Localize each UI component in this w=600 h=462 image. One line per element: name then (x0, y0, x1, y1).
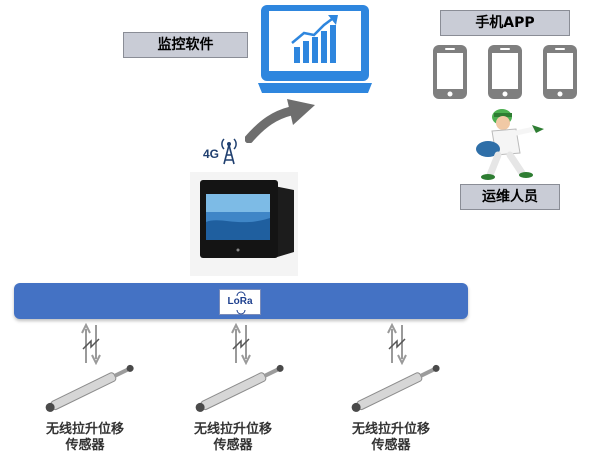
maintenance-worker-icon (476, 109, 544, 180)
wireless-link-icon (387, 323, 407, 365)
displacement-sensor-icon (351, 364, 440, 412)
signal-4g: 4G (203, 135, 239, 165)
sensor-label-line1: 无线拉升位移 (193, 422, 272, 437)
sensor-label: 无线拉升位移 传感器 (178, 422, 288, 454)
phone-icon (543, 45, 577, 99)
displacement-sensor-icon (195, 364, 284, 412)
sensor-label: 无线拉升位移 传感器 (30, 422, 140, 454)
wireless-link-icon (81, 323, 101, 365)
sensor-label-line2: 传感器 (65, 438, 105, 453)
antenna-icon (221, 138, 237, 165)
sensor-label-line2: 传感器 (371, 438, 411, 453)
sensor-label-line2: 传感器 (213, 438, 253, 453)
software-label: 监控软件 (123, 32, 248, 58)
lora-wave-icon (236, 309, 246, 315)
wireless-link-icon (231, 323, 251, 365)
app-label: 手机APP (440, 10, 570, 36)
sensor-label-line1: 无线拉升位移 (45, 422, 124, 437)
lora-wave-icon (236, 291, 246, 297)
sensor-label: 无线拉升位移 传感器 (336, 422, 446, 454)
upload-arrow-icon (245, 99, 315, 143)
sensor-label-line1: 无线拉升位移 (351, 422, 430, 437)
lora-label: LoRa (227, 296, 253, 307)
touch-panel-icon (190, 172, 298, 276)
staff-label: 运维人员 (460, 184, 560, 210)
signal-label: 4G (203, 147, 220, 161)
phone-icon (488, 45, 522, 99)
monitor-icon (258, 5, 372, 93)
displacement-sensor-icon (45, 364, 134, 412)
lora-logo: LoRa (219, 289, 261, 315)
phone-icon (433, 45, 467, 99)
